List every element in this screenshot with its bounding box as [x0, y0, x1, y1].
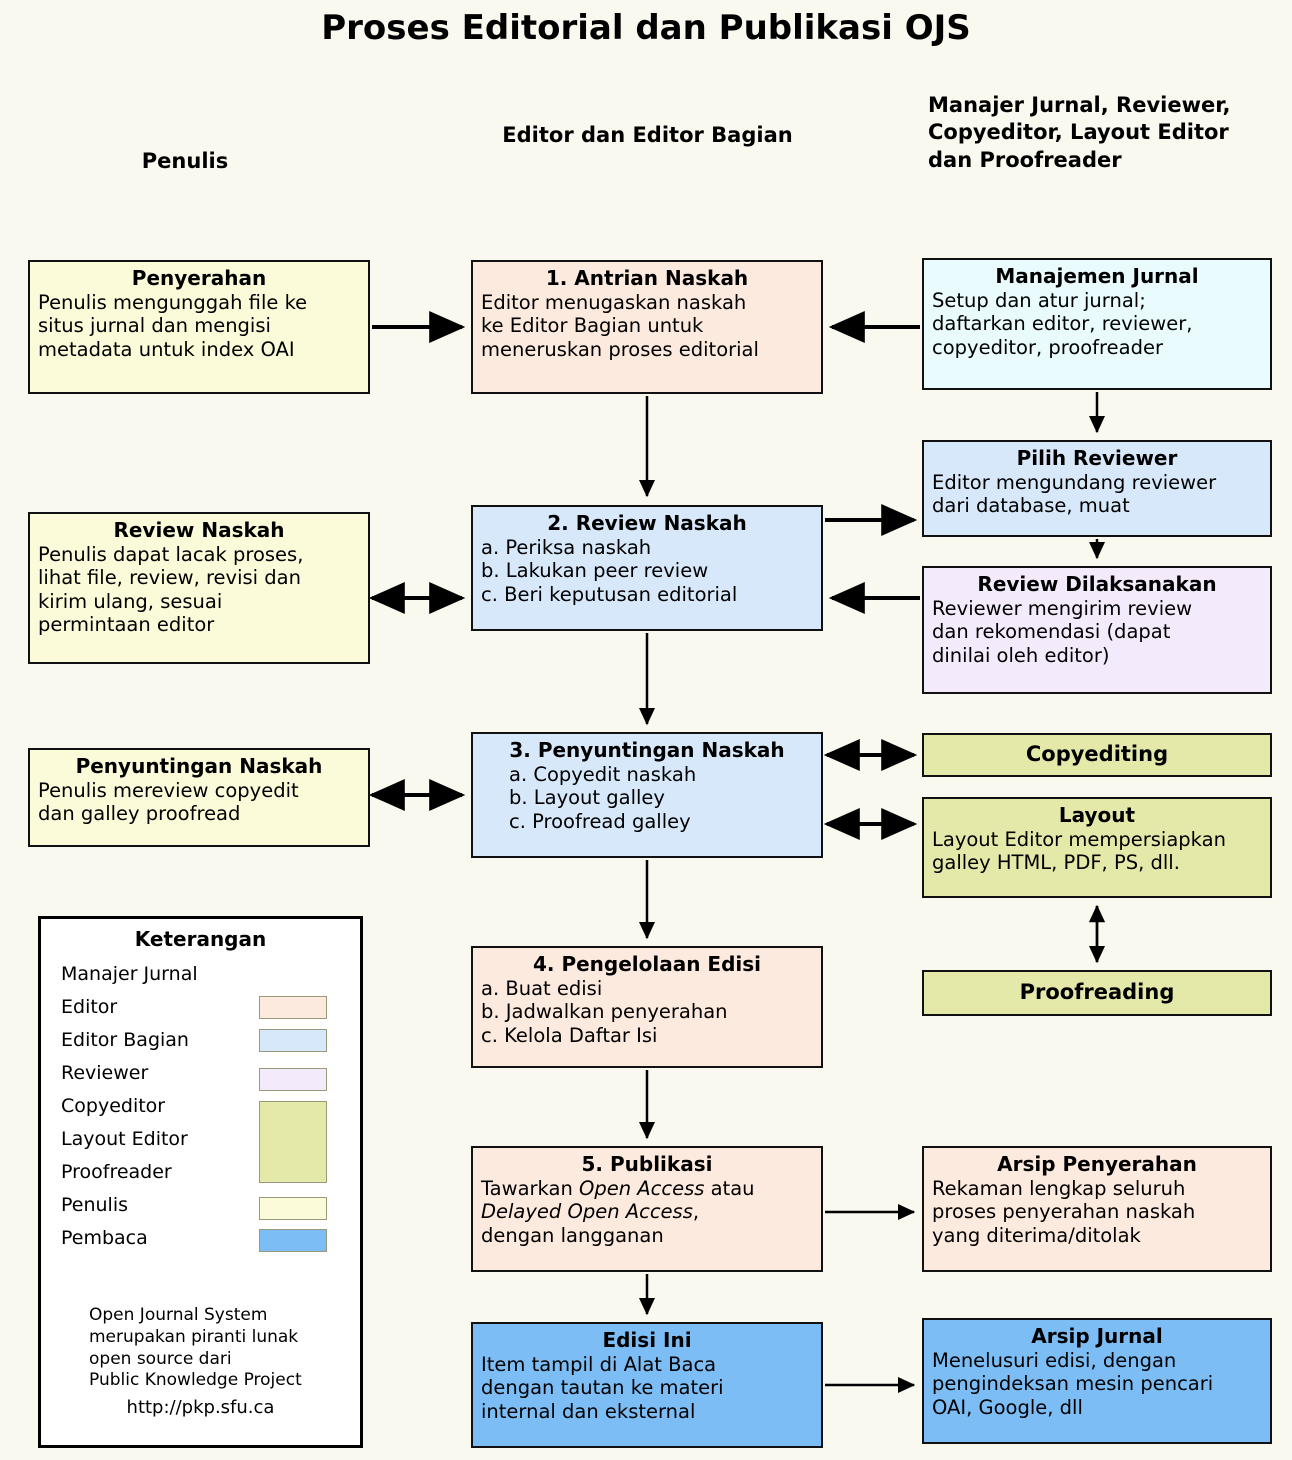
- box-pengelolaan-edisi[interactable]: 4. Pengelolaan Edisi a. Buat edisi b. Ja…: [471, 946, 823, 1068]
- column-heading-penulis: Penulis: [141, 149, 229, 173]
- legend-swatch-pembaca: [259, 1229, 327, 1252]
- legend-label: Editor Bagian: [61, 1028, 189, 1051]
- box-review-naskah-penulis-body: Penulis dapat lacak proses, lihat file, …: [38, 543, 304, 637]
- legend-label: Editor: [61, 995, 118, 1018]
- box-review-naskah-title: 2. Review Naskah: [547, 511, 747, 535]
- legend-item-manajer-jurnal: Manajer Jurnal: [61, 957, 360, 990]
- box-layout-body: Layout Editor mempersiapkan galley HTML,…: [932, 828, 1226, 875]
- legend-item-editor: Editor: [61, 990, 360, 1023]
- legend-label: Copyeditor: [61, 1094, 166, 1117]
- box-arsip-jurnal[interactable]: Arsip Jurnal Menelusuri edisi, dengan pe…: [922, 1318, 1272, 1444]
- legend-label: Proofreader: [61, 1160, 172, 1183]
- box-pengelolaan-edisi-title: 4. Pengelolaan Edisi: [532, 952, 762, 976]
- box-pilih-reviewer[interactable]: Pilih Reviewer Editor mengundang reviewe…: [922, 440, 1272, 537]
- legend-item-pembaca: Pembaca: [61, 1221, 360, 1254]
- box-penyuntingan-naskah-body: a. Copyedit naskah b. Layout galley c. P…: [509, 763, 697, 833]
- box-copyediting[interactable]: Copyediting: [922, 733, 1272, 777]
- legend-label: Penulis: [61, 1193, 129, 1216]
- box-penyuntingan-penulis-body: Penulis mereview copyedit dan galley pro…: [38, 779, 299, 826]
- legend-note: Open Journal System merupakan piranti lu…: [89, 1305, 302, 1391]
- box-arsip-penyerahan[interactable]: Arsip Penyerahan Rekaman lengkap seluruh…: [922, 1146, 1272, 1272]
- box-review-naskah-penulis[interactable]: Review Naskah Penulis dapat lacak proses…: [28, 512, 370, 664]
- box-proofreading-title: Proofreading: [1019, 979, 1175, 1004]
- box-publikasi-title: 5. Publikasi: [581, 1152, 713, 1176]
- box-review-naskah-body: a. Periksa naskah b. Lakukan peer review…: [481, 536, 738, 606]
- box-antrian-naskah[interactable]: 1. Antrian Naskah Editor menugaskan nask…: [471, 260, 823, 394]
- box-manajemen-jurnal[interactable]: Manajemen Jurnal Setup dan atur jurnal; …: [922, 258, 1272, 390]
- column-heading-others: Manajer Jurnal, Reviewer, Copyeditor, La…: [928, 93, 1231, 172]
- box-arsip-jurnal-title: Arsip Jurnal: [1031, 1324, 1163, 1348]
- box-penyuntingan-naskah[interactable]: 3. Penyuntingan Naskah a. Copyedit naska…: [471, 732, 823, 858]
- legend-panel: Keterangan Manajer Jurnal Editor Editor …: [38, 916, 363, 1448]
- legend-item-proofreader: Proofreader: [61, 1155, 360, 1188]
- legend-swatch-editor-bagian: [259, 1029, 327, 1052]
- legend-title: Keterangan: [134, 927, 267, 951]
- legend-rows: Manajer Jurnal Editor Editor Bagian Revi…: [41, 957, 360, 1254]
- box-edisi-ini-body: Item tampil di Alat Baca dengan tautan k…: [481, 1353, 724, 1423]
- legend-label: Reviewer: [61, 1061, 149, 1084]
- page-title: Proses Editorial dan Publikasi OJS: [321, 8, 971, 48]
- box-penyuntingan-naskah-title: 3. Penyuntingan Naskah: [509, 738, 785, 762]
- box-penyerahan-body: Penulis mengunggah file ke situs jurnal …: [38, 291, 308, 361]
- box-review-dilaksanakan[interactable]: Review Dilaksanakan Reviewer mengirim re…: [922, 566, 1272, 694]
- legend-item-reviewer: Reviewer: [61, 1056, 360, 1089]
- legend-item-copyeditor: Copyeditor: [61, 1089, 360, 1122]
- legend-swatch-reviewer: [259, 1068, 327, 1091]
- legend-swatch-editor: [259, 996, 327, 1019]
- legend-item-editor-bagian: Editor Bagian: [61, 1023, 360, 1056]
- box-review-dilaksanakan-title: Review Dilaksanakan: [977, 572, 1217, 596]
- box-copyediting-title: Copyediting: [1025, 741, 1169, 766]
- box-layout-title: Layout: [1058, 803, 1136, 827]
- box-arsip-penyerahan-title: Arsip Penyerahan: [997, 1152, 1197, 1176]
- box-penyerahan-title: Penyerahan: [131, 266, 267, 290]
- box-pilih-reviewer-body: Editor mengundang reviewer dari database…: [932, 471, 1217, 518]
- box-penyerahan[interactable]: Penyerahan Penulis mengunggah file ke si…: [28, 260, 370, 394]
- box-pilih-reviewer-title: Pilih Reviewer: [1016, 446, 1178, 470]
- box-review-naskah[interactable]: 2. Review Naskah a. Periksa naskah b. La…: [471, 505, 823, 631]
- column-heading-editor: Editor dan Editor Bagian: [502, 123, 793, 147]
- box-arsip-penyerahan-body: Rekaman lengkap seluruh proses penyeraha…: [932, 1177, 1196, 1247]
- box-proofreading[interactable]: Proofreading: [922, 970, 1272, 1016]
- legend-item-penulis: Penulis: [61, 1188, 360, 1221]
- legend-swatch-copyedit-group: [259, 1101, 327, 1183]
- box-edisi-ini[interactable]: Edisi Ini Item tampil di Alat Baca denga…: [471, 1322, 823, 1448]
- box-antrian-naskah-title: 1. Antrian Naskah: [545, 266, 749, 290]
- box-antrian-naskah-body: Editor menugaskan naskah ke Editor Bagia…: [481, 291, 759, 361]
- box-pengelolaan-edisi-body: a. Buat edisi b. Jadwalkan penyerahan c.…: [481, 977, 728, 1047]
- box-penyuntingan-penulis[interactable]: Penyuntingan Naskah Penulis mereview cop…: [28, 748, 370, 847]
- legend-url: http://pkp.sfu.ca: [126, 1397, 275, 1418]
- box-edisi-ini-title: Edisi Ini: [602, 1328, 692, 1352]
- box-layout[interactable]: Layout Layout Editor mempersiapkan galle…: [922, 797, 1272, 898]
- box-manajemen-jurnal-body: Setup dan atur jurnal; daftarkan editor,…: [932, 289, 1193, 359]
- box-penyuntingan-penulis-title: Penyuntingan Naskah: [75, 754, 323, 778]
- legend-swatch-penulis: [259, 1197, 327, 1220]
- legend-label: Layout Editor: [61, 1127, 188, 1150]
- box-review-dilaksanakan-body: Reviewer mengirim review dan rekomendasi…: [932, 597, 1193, 667]
- legend-label: Manajer Jurnal: [61, 962, 198, 985]
- legend-label: Pembaca: [61, 1226, 148, 1249]
- box-manajemen-jurnal-title: Manajemen Jurnal: [995, 264, 1199, 288]
- box-review-naskah-penulis-title: Review Naskah: [113, 518, 285, 542]
- legend-item-layout-editor: Layout Editor: [61, 1122, 360, 1155]
- box-arsip-jurnal-body: Menelusuri edisi, dengan pengindeksan me…: [932, 1349, 1214, 1419]
